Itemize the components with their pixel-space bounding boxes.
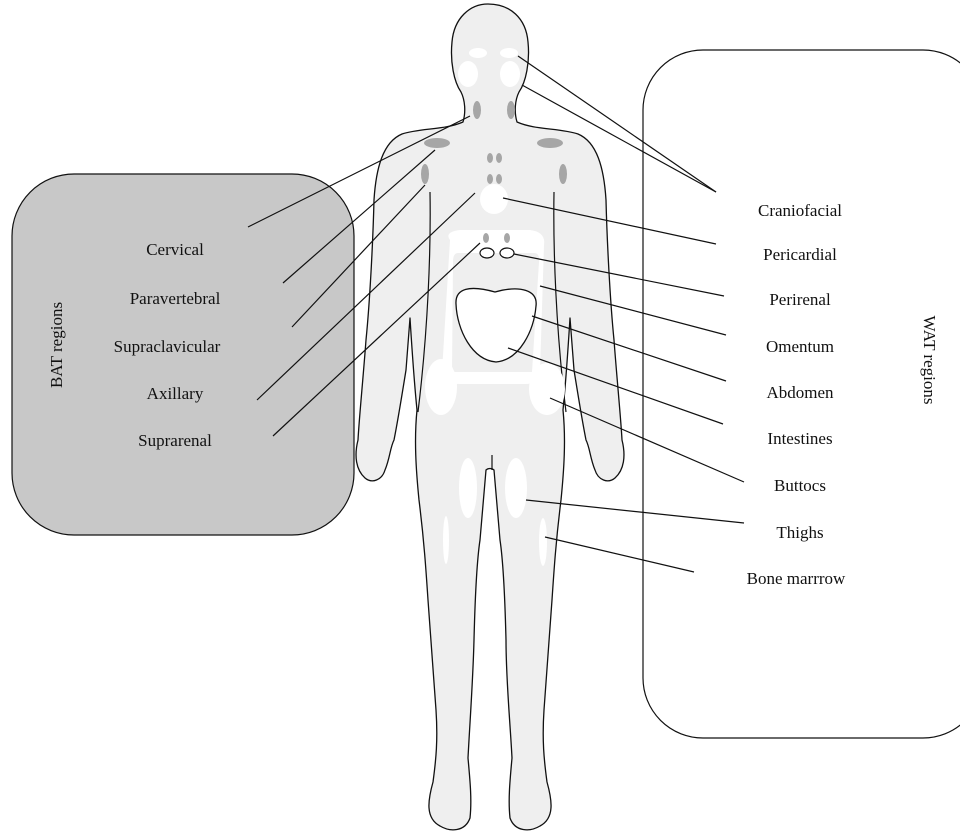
craniofacial-depot — [500, 48, 518, 58]
bat-label-axillary: Axillary — [147, 384, 204, 403]
paravertebral-depot — [496, 174, 502, 184]
thigh-depot-right — [505, 458, 527, 518]
bat-label-suprarenal: Suprarenal — [138, 431, 212, 450]
bat-label-supraclavicular: Supraclavicular — [114, 337, 221, 356]
bat-panel-title: BAT regions — [47, 302, 66, 388]
human-body — [356, 4, 624, 830]
perirenal-depot-right — [500, 248, 514, 258]
craniofacial-depot — [458, 61, 478, 87]
wat-label-omentum: Omentum — [766, 337, 834, 356]
supraclavicular-depot — [537, 138, 563, 148]
wat-label-perirenal: Perirenal — [769, 290, 831, 309]
wat-label-bone-marrrow: Bone marrrow — [747, 569, 846, 588]
buttock-depot-left — [425, 359, 457, 415]
wat-panel-title: WAT regions — [920, 316, 939, 405]
suprarenal-depot — [483, 233, 489, 243]
supraclavicular-depot — [424, 138, 450, 148]
wat-label-craniofacial: Craniofacial — [758, 201, 842, 220]
craniofacial-depot — [500, 61, 520, 87]
bat-panel: BAT regions Cervical Paravertebral Supra… — [12, 174, 354, 535]
axillary-depot — [421, 164, 429, 184]
bone-marrow-depot-left — [443, 516, 449, 564]
body-silhouette — [356, 4, 624, 830]
wat-label-intestines: Intestines — [767, 429, 832, 448]
wat-label-buttocs: Buttocs — [774, 476, 826, 495]
wat-label-thighs: Thighs — [776, 523, 823, 542]
thigh-depot-left — [459, 458, 477, 518]
craniofacial-depot — [469, 48, 487, 58]
bat-label-cervical: Cervical — [146, 240, 204, 259]
pericardial-depot — [480, 184, 508, 214]
buttock-depot-right — [529, 363, 565, 415]
wat-label-pericardial: Pericardial — [763, 245, 837, 264]
cervical-depot — [473, 101, 481, 119]
cervical-depot — [507, 101, 515, 119]
paravertebral-depot — [487, 174, 493, 184]
wat-label-abdomen: Abdomen — [766, 383, 834, 402]
suprarenal-depot — [504, 233, 510, 243]
bone-marrow-depot-right — [539, 518, 547, 566]
bat-label-paravertebral: Paravertebral — [130, 289, 221, 308]
perirenal-depot-left — [480, 248, 494, 258]
wat-panel: WAT regions Craniofacial Pericardial Per… — [643, 50, 960, 738]
paravertebral-depot — [487, 153, 493, 163]
axillary-depot — [559, 164, 567, 184]
paravertebral-depot — [496, 153, 502, 163]
